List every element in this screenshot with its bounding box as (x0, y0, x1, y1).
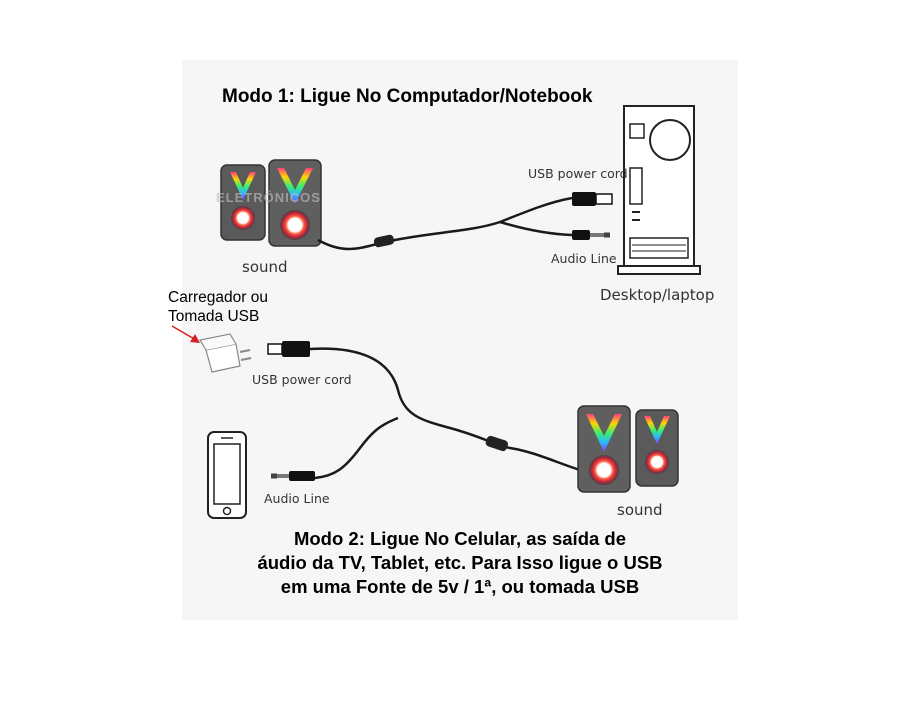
watermark: ELETRÔNICOS (216, 190, 321, 205)
mode1-usb-label: USB power cord (528, 166, 628, 181)
mode2-title-line2: áudio da TV, Tablet, etc. Para Isso ligu… (257, 552, 663, 573)
mode1-speaker-label: sound (242, 258, 288, 276)
speaker-pair-mode1 (220, 159, 322, 247)
mode2-title-line1: Modo 2: Ligue No Celular, as saída de (293, 528, 627, 549)
mode2-title-line3: em uma Fonte de 5v / 1ª, ou tomada USB (280, 576, 640, 597)
desktop-tower (617, 105, 701, 275)
mode1-audio-label: Audio Line (551, 251, 617, 266)
mode2-usb-label: USB power cord (252, 372, 352, 387)
audio-jack-mode2 (271, 471, 315, 481)
speaker-right-mode2 (635, 409, 679, 487)
speaker-pair-mode2 (577, 405, 679, 493)
audio-cable-mode1 (499, 220, 573, 237)
audio-jack-mode1 (572, 230, 610, 240)
computer-label: Desktop/laptop (600, 286, 715, 304)
audio-cable-mode2 (314, 416, 399, 480)
smartphone-icon (207, 431, 247, 519)
inline-volume-control-mode2 (485, 435, 508, 452)
mode1-title: Modo 1: Ligue No Computador/Notebook (222, 86, 593, 107)
usb-cable-mode2 (309, 347, 581, 472)
usb-plug-mode1 (572, 192, 613, 206)
usb-cable-mode1 (317, 196, 573, 251)
red-arrow-icon (171, 325, 200, 343)
charger-label: Carregador ou Tomada USB (168, 289, 268, 325)
mode2-title: Modo 2: Ligue No Celular, as saída de áu… (230, 527, 690, 599)
inline-volume-control-mode1 (373, 234, 395, 248)
usb-plug-mode2 (267, 341, 310, 357)
mode2-audio-label: Audio Line (264, 491, 330, 506)
usb-charger (199, 333, 252, 373)
mode2-speaker-label: sound (617, 501, 663, 519)
